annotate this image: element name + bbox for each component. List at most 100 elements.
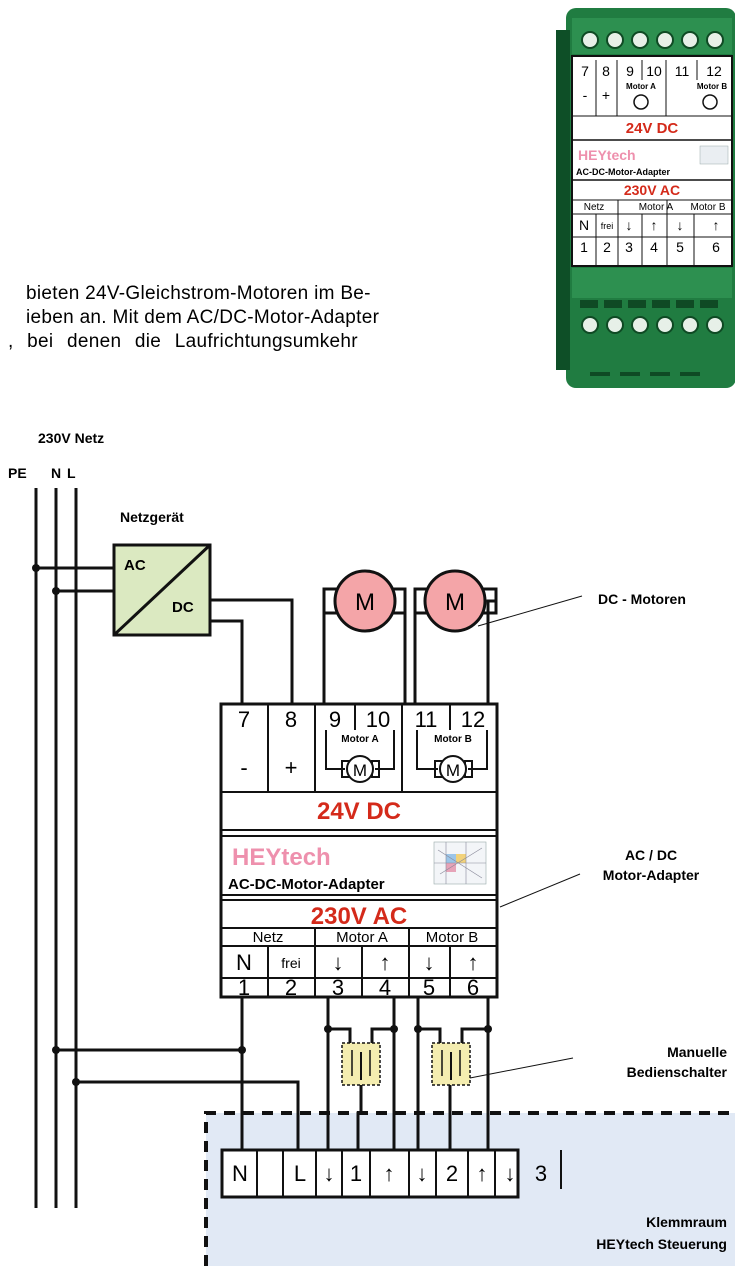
plus-sign: + (285, 755, 298, 780)
down-arrow-icon: ↓ (417, 1161, 428, 1186)
klemm-2: 2 (446, 1161, 458, 1186)
manual-switch-2 (431, 1042, 471, 1086)
label-ac-dc: AC / DC (625, 847, 677, 863)
photo-230v-ac: 230V AC (624, 182, 680, 198)
label-heytech-steuerung: HEYtech Steuerung (596, 1236, 727, 1252)
photo-terminal-6: 6 (712, 239, 720, 255)
motor-a: M (322, 569, 407, 633)
photo-terminal-5: 5 (676, 239, 684, 255)
terminal-frei: frei (281, 955, 300, 971)
label-dc-motoren: DC - Motoren (598, 591, 686, 607)
motor-a-glyph: M (355, 589, 375, 616)
photo-n: N (579, 217, 589, 233)
photo-down-a: ↓ (626, 217, 633, 233)
psu-dc: DC (172, 599, 194, 616)
down-arrow-icon: ↓ (333, 950, 344, 975)
intro-line: ieben an. Mit dem AC/DC-Motor-Adapter (26, 307, 380, 328)
up-arrow-icon: ↑ (384, 1161, 395, 1186)
motor-b-inner-label: Motor B (434, 734, 472, 745)
photo-motor-a: Motor A (626, 82, 656, 91)
down-arrow-icon: ↓ (505, 1161, 516, 1186)
minus-sign: - (240, 755, 247, 780)
photo-down-b: ↓ (677, 217, 684, 233)
group-motor-a: Motor A (336, 929, 388, 946)
terminal-2: 2 (285, 975, 297, 1000)
brand-heytech: HEYtech (232, 844, 331, 871)
photo-product: AC-DC-Motor-Adapter (576, 167, 670, 177)
intro-line: bieten 24V-Gleichstrom-Motoren im Be- (26, 283, 371, 304)
terminal-5: 5 (423, 975, 435, 1000)
intro-text: bieten 24V-Gleichstrom-Motoren im Be- ie… (0, 282, 535, 354)
intro-line: , bei denen die Laufrichtungsumkehr (8, 331, 358, 352)
photo-terminal-12: 12 (706, 63, 722, 79)
mains-n: N (51, 465, 61, 481)
label-motor-adapter: Motor-Adapter (603, 867, 700, 883)
heytech-logo-icon (433, 841, 487, 885)
photo-frei: frei (601, 221, 614, 231)
up-arrow-icon: ↑ (477, 1161, 488, 1186)
down-arrow-icon: ↓ (324, 1161, 335, 1186)
mains-lines (34, 488, 78, 1208)
motor-b: M (413, 569, 498, 633)
adapter-block: 7 8 9 10 11 12 - + Motor A M Motor B M 2… (219, 702, 499, 1000)
photo-group-motor-a: Motor A (639, 202, 674, 213)
klemm-terminal-strip: N L ↓ 1 ↑ ↓ 2 ↑ ↓ 3 (220, 1148, 562, 1199)
terminal-11: 11 (415, 707, 438, 732)
motor-b-inner-glyph: M (446, 761, 460, 780)
photo-24v-dc: 24V DC (626, 120, 679, 137)
klemm-1: 1 (350, 1161, 362, 1186)
product-name: AC-DC-Motor-Adapter (228, 876, 385, 893)
motor-b-glyph: M (445, 589, 465, 616)
psu-wires (36, 566, 294, 704)
terminal-12: 12 (461, 707, 485, 732)
terminal-7: 7 (238, 707, 250, 732)
label-klemmraum: Klemmraum (646, 1214, 727, 1230)
motor-wires (322, 599, 496, 704)
lower-wires (56, 997, 490, 1150)
photo-terminal-3: 3 (625, 239, 633, 255)
label-manuelle: Manuelle (667, 1044, 727, 1060)
mains-l: L (67, 465, 76, 481)
terminal-n: N (236, 950, 252, 975)
photo-plus: + (602, 87, 610, 103)
photo-terminal-8: 8 (602, 63, 610, 79)
klemmraum-border (204, 1111, 735, 1266)
terminal-1: 1 (238, 975, 250, 1000)
photo-group-motor-b: Motor B (690, 202, 725, 213)
photo-terminal-2: 2 (603, 239, 611, 255)
manual-switch-1 (341, 1042, 381, 1086)
psu-ac: AC (124, 557, 146, 574)
photo-up-b: ↑ (713, 217, 720, 233)
photo-terminal-4: 4 (650, 239, 658, 255)
voltage-230v-ac: 230V AC (311, 903, 408, 930)
group-motor-b: Motor B (426, 929, 479, 946)
klemm-l: L (294, 1161, 306, 1186)
klemm-n: N (232, 1161, 248, 1186)
photo-terminal-1: 1 (580, 239, 588, 255)
photo-terminal-7: 7 (581, 63, 589, 79)
photo-up-a: ↑ (651, 217, 658, 233)
psu-title: Netzgerät (120, 509, 184, 525)
terminal-8: 8 (285, 707, 297, 732)
mains-title: 230V Netz (38, 430, 104, 446)
label-bedienschalter: Bedienschalter (627, 1064, 728, 1080)
motor-a-inner-label: Motor A (341, 734, 378, 745)
mains-pe: PE (8, 465, 27, 481)
terminal-6: 6 (467, 975, 479, 1000)
klemm-3: 3 (535, 1161, 547, 1186)
photo-minus: - (583, 87, 588, 103)
terminal-9: 9 (329, 707, 341, 732)
photo-motor-b: Motor B (697, 82, 727, 91)
photo-group-netz: Netz (584, 202, 605, 213)
voltage-24v-dc: 24V DC (317, 798, 401, 825)
photo-terminal-11: 11 (675, 63, 690, 79)
group-netz: Netz (253, 929, 284, 946)
product-photo: 7 8 9 10 11 12 - + Motor A Motor B 24V D… (545, 0, 735, 395)
up-arrow-icon: ↑ (468, 950, 479, 975)
motor-a-inner-glyph: M (353, 761, 367, 780)
photo-brand: HEYtech (578, 147, 636, 163)
terminal-10: 10 (366, 707, 390, 732)
down-arrow-icon: ↓ (424, 950, 435, 975)
terminal-3: 3 (332, 975, 344, 1000)
